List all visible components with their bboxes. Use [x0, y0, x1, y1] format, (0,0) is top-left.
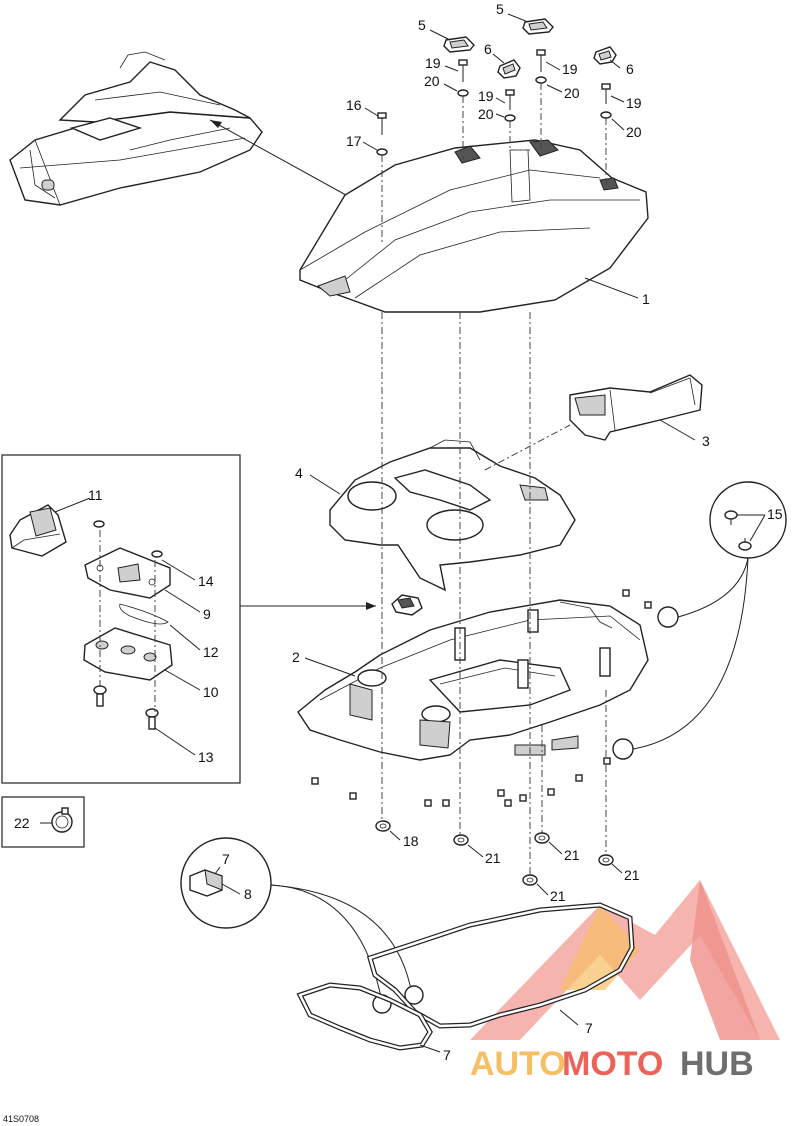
- arrow-head-icon: [366, 602, 376, 610]
- watermark-logo: AUTO MOTO HUB: [470, 880, 780, 1083]
- latch-inset-box: [1, 454, 241, 784]
- seal-7-large: [366, 902, 635, 1029]
- watermark-text-hub: HUB: [680, 1045, 754, 1083]
- washer-20-d: [600, 111, 612, 119]
- callout-22: 22: [14, 815, 30, 831]
- watermark-text-auto: AUTO: [470, 1045, 566, 1083]
- callout-13: 13: [198, 749, 214, 765]
- part-4-middle-tray: [329, 439, 576, 592]
- screw-16: [377, 112, 387, 135]
- nut-18: [375, 820, 391, 832]
- callout-19-d: 19: [626, 95, 642, 111]
- callout-20-c: 20: [478, 106, 494, 122]
- callout-8: 8: [244, 886, 252, 902]
- assembly-lines: [381, 83, 607, 875]
- seal-detail-link-b: [270, 884, 413, 996]
- part-1-upper-cover: [299, 139, 649, 313]
- callout-6-right: 6: [626, 61, 634, 77]
- washer-20-a: [457, 89, 469, 97]
- seal-detail-profile: [189, 869, 223, 897]
- screw-19-c: [505, 89, 515, 110]
- clip-6-right: [593, 46, 617, 65]
- callout-7-large: 7: [585, 1020, 593, 1036]
- washer-14-a: [93, 520, 105, 528]
- callout-20-d: 20: [626, 124, 642, 140]
- callout-labels: 1 2 3 4 5 5 6 6 19 19 19 19 20 20 20 20 …: [14, 1, 783, 1063]
- callout-5-right: 5: [496, 1, 504, 17]
- callout-10: 10: [203, 684, 219, 700]
- nut-21-b: [534, 832, 550, 844]
- washer-20-b: [535, 76, 547, 84]
- callout-9: 9: [203, 606, 211, 622]
- latch-assembly-small: [391, 594, 423, 616]
- arrow-head-icon: [210, 120, 222, 128]
- part-12-spring: [119, 603, 169, 625]
- callout-7-detail: 7: [222, 851, 230, 867]
- callout-21-c: 21: [624, 867, 640, 883]
- detail-link-line-bottom: [632, 557, 749, 750]
- washer-20-c: [504, 114, 516, 122]
- small-fasteners-row: [311, 589, 652, 807]
- part-10-latch-base: [83, 627, 173, 681]
- nut-21-d: [522, 874, 538, 886]
- clamp-inset-box: [1, 796, 85, 848]
- callout-16: 16: [346, 97, 362, 113]
- callout-19-b: 19: [562, 61, 578, 77]
- callout-4: 4: [295, 465, 303, 481]
- washer-17: [376, 148, 388, 156]
- callout-1: 1: [642, 291, 650, 307]
- screw-19-d: [601, 83, 611, 104]
- part-22-hose-clamp: [51, 807, 73, 833]
- callout-15: 15: [767, 506, 783, 522]
- nut-21-a: [453, 834, 469, 846]
- callout-5-left: 5: [418, 17, 426, 33]
- callout-21-a: 21: [485, 850, 501, 866]
- clip-5-left: [443, 36, 475, 53]
- callout-20-a: 20: [424, 73, 440, 89]
- callout-19-a: 19: [425, 55, 441, 71]
- callout-19-c: 19: [478, 88, 494, 104]
- part-2-base-tray: [297, 599, 649, 761]
- watermark-text-moto: MOTO: [562, 1045, 663, 1083]
- seal-7-small: [296, 982, 433, 1051]
- diagram-code: 41S0708: [3, 1114, 39, 1124]
- callout-6-left: 6: [484, 41, 492, 57]
- seal-ref-circle-b: [404, 985, 424, 1005]
- callout-17: 17: [346, 133, 362, 149]
- detail-ref-circle-top: [657, 606, 679, 628]
- watercraft-overview: [9, 51, 263, 206]
- callout-12: 12: [203, 644, 219, 660]
- detail-link-line-top: [677, 557, 749, 618]
- callout-7-small: 7: [443, 1047, 451, 1063]
- callout-20-b: 20: [564, 85, 580, 101]
- callout-3: 3: [702, 433, 710, 449]
- callout-18: 18: [403, 833, 419, 849]
- callout-2: 2: [292, 649, 300, 665]
- nut-21-c: [598, 854, 614, 866]
- clip-6-left: [497, 59, 521, 79]
- part-13-pushpins: [93, 685, 159, 730]
- screw-19-a: [458, 59, 468, 82]
- leader-lines: [40, 13, 766, 1053]
- callout-11: 11: [88, 487, 103, 503]
- part-11-latch-lever: [9, 504, 67, 557]
- overview-pointer-line: [209, 119, 356, 201]
- callout-21-b: 21: [564, 847, 580, 863]
- callout-14: 14: [198, 573, 214, 589]
- pushpin-15: [724, 510, 752, 551]
- detail-ref-circle-bottom: [612, 738, 634, 760]
- detail-circle-7-8: [180, 837, 272, 929]
- clip-5-right: [522, 18, 554, 35]
- part-3-rear-piece: [569, 374, 703, 441]
- callout-21-d: 21: [550, 888, 566, 904]
- screw-19-b: [536, 49, 546, 72]
- washer-14-b: [151, 550, 163, 558]
